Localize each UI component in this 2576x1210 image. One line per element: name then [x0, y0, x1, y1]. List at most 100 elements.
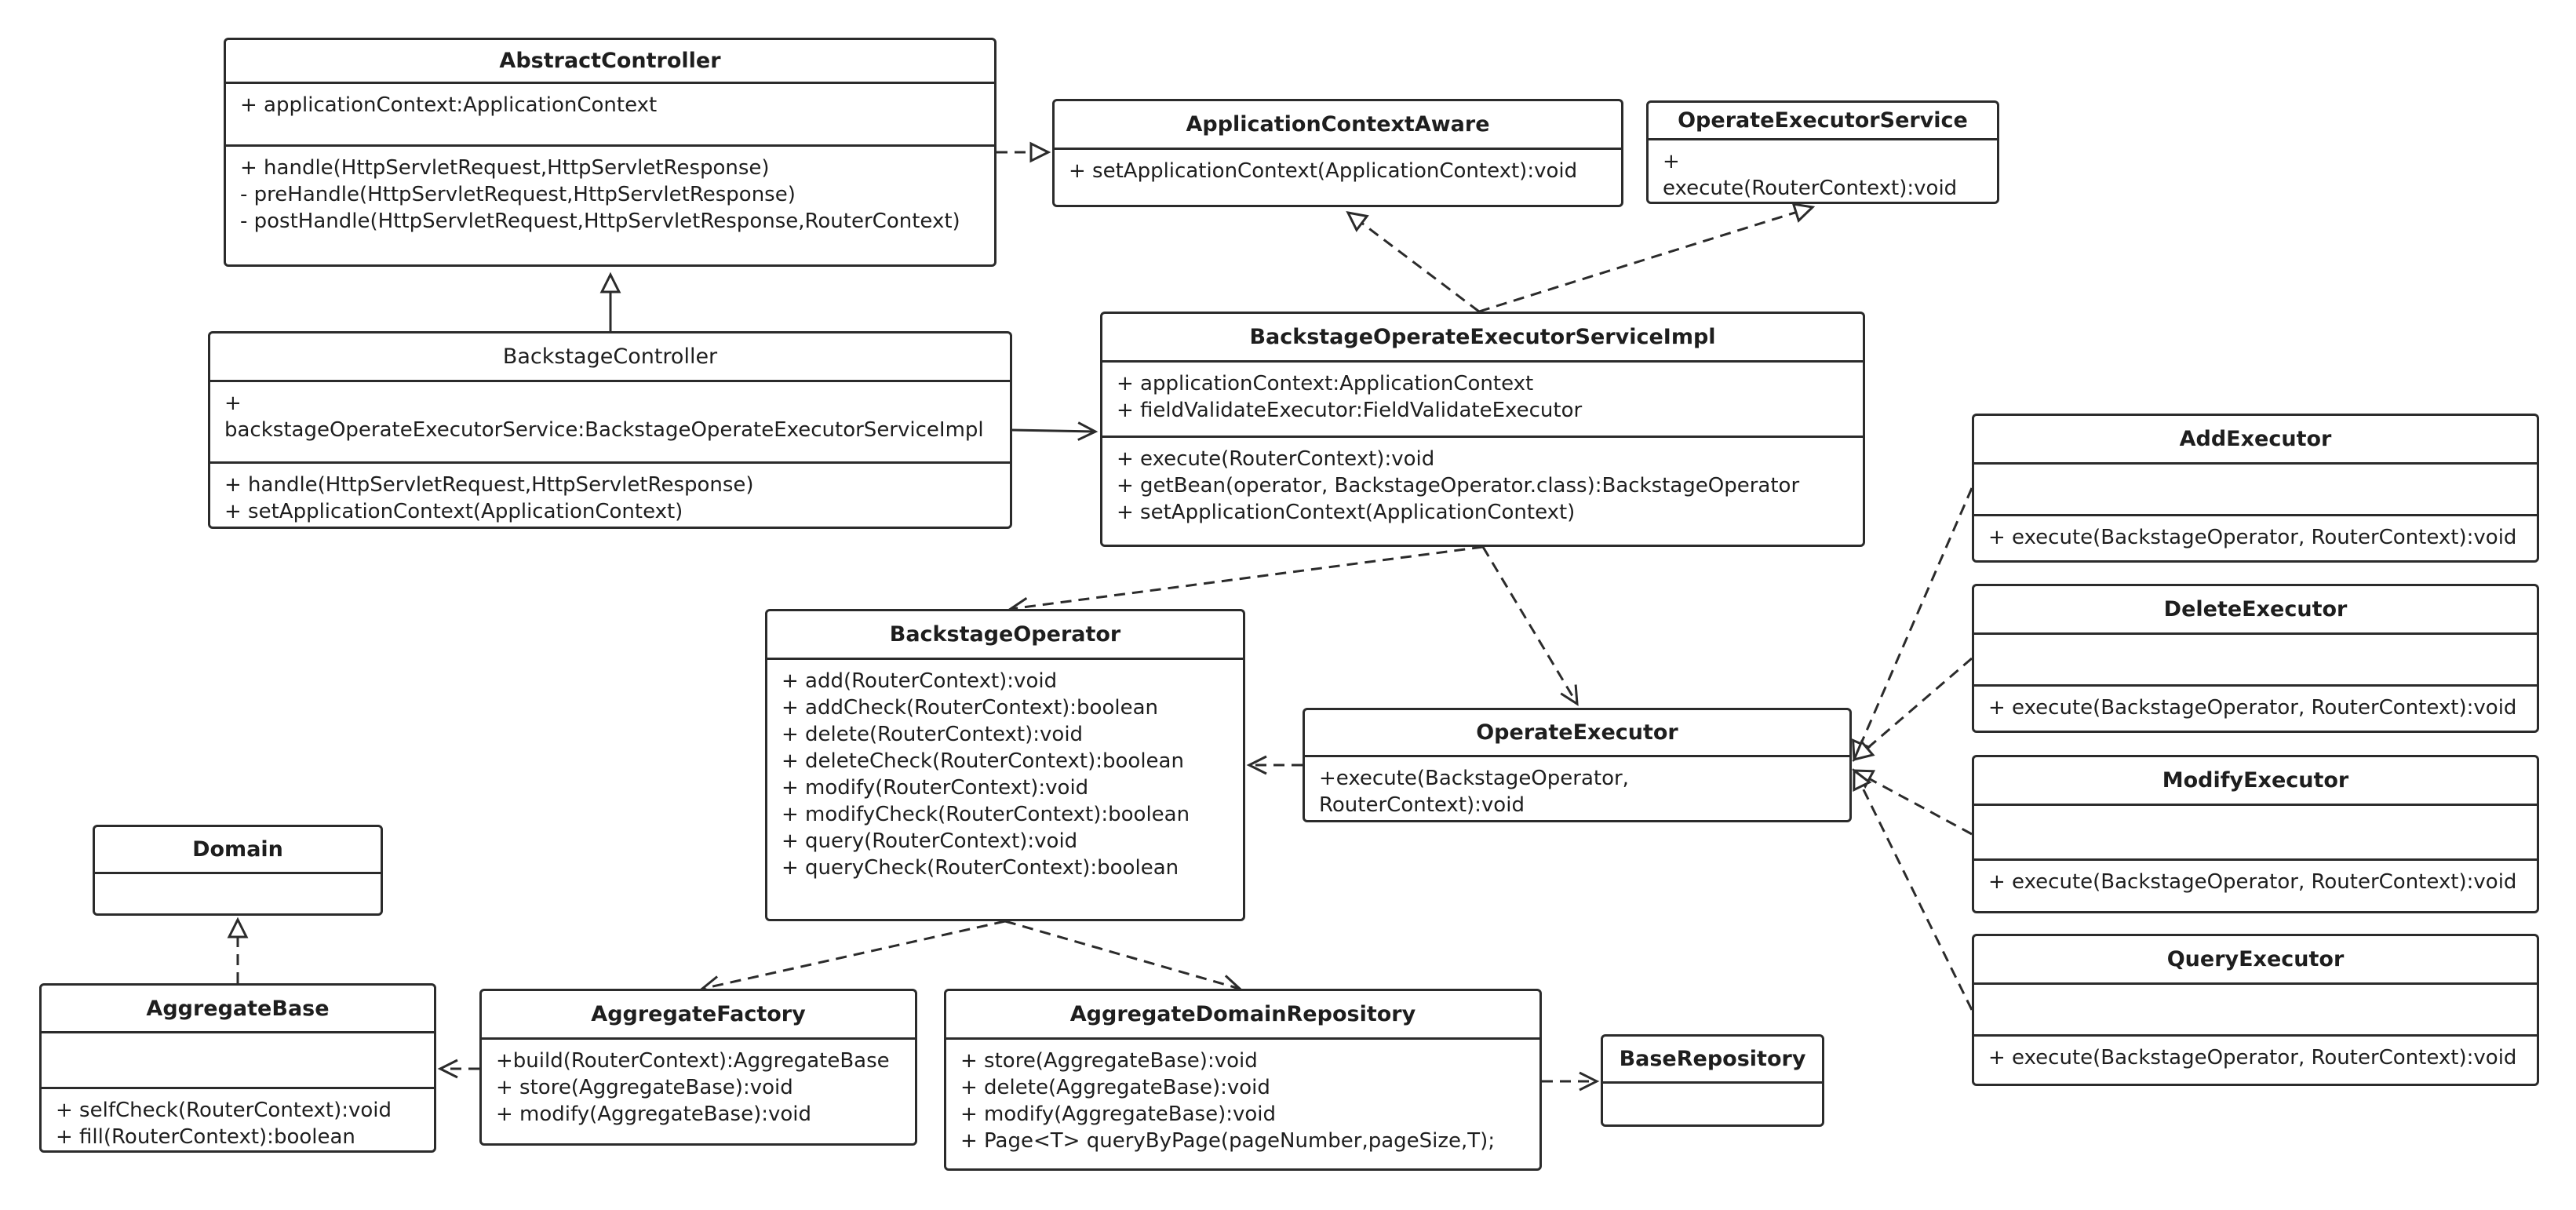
operation: + handle(HttpServletRequest,HttpServletR… — [224, 473, 754, 497]
operation: + — [1663, 150, 1680, 173]
operations-section: + setApplicationContext(ApplicationConte… — [1055, 150, 1621, 205]
attribute: + applicationContext:ApplicationContext — [240, 93, 658, 117]
relation-realization-aggregateBase-to-domain — [227, 917, 249, 983]
relation-dependency-backstageOperator-to-aggregateFactory — [699, 920, 1006, 995]
operations-section: + execute(RouterContext):void — [1649, 140, 1997, 202]
operation: + execute(BackstageOperator, RouterConte… — [1988, 696, 2517, 720]
class-name: BackstageController — [210, 333, 1010, 382]
open-arrowhead — [1560, 684, 1579, 706]
relation-generalization-backstageController-to-abstractController — [599, 272, 621, 331]
operation: + handle(HttpServletRequest,HttpServletR… — [240, 156, 770, 180]
relation-line — [1868, 778, 1973, 836]
class-backstageOperator[interactable]: BackstageOperator + add(RouterContext):vo… — [765, 609, 1245, 921]
class-aggregateFactory[interactable]: AggregateFactory+build(RouterContext):Ag… — [479, 989, 917, 1146]
operation: + modify(AggregateBase):void — [960, 1102, 1277, 1126]
operation: + store(AggregateBase):void — [960, 1049, 1258, 1073]
attributes-section: + applicationContext:ApplicationContext — [226, 84, 994, 147]
operation: +build(RouterContext):AggregateBase — [496, 1049, 890, 1073]
class-name: ApplicationContextAware — [1055, 101, 1621, 150]
class-name: Domain — [95, 827, 381, 874]
attribute: backstageOperateExecutorService:Backstag… — [224, 418, 984, 442]
operation: + execute(BackstageOperator, RouterConte… — [1988, 870, 2517, 894]
relation-line — [1860, 487, 1973, 745]
operation: + setApplicationContext(ApplicationConte… — [1117, 501, 1576, 524]
class-backstageController[interactable]: BackstageController+backstageOperateExec… — [208, 331, 1012, 529]
attributes-section — [42, 1033, 434, 1089]
operation: RouterContext):void — [1319, 793, 1525, 817]
operations-section: +build(RouterContext):AggregateBase + sto… — [482, 1040, 915, 1143]
operation: + Page<T> queryByPage(pageNumber,pageSiz… — [960, 1129, 1496, 1153]
class-domain[interactable]: Domain — [93, 825, 383, 916]
class-name: AggregateBase — [42, 986, 434, 1033]
operations-section — [95, 874, 381, 913]
operations-section: + execute(BackstageOperator, RouterConte… — [1974, 861, 2537, 911]
operations-section: + handle(HttpServletRequest,HttpServletR… — [210, 464, 1010, 527]
open-arrowhead — [437, 1059, 458, 1079]
operations-section: + execute(RouterContext):void + getBean(o… — [1102, 438, 1863, 545]
operations-section: + selfCheck(RouterContext):void+ fill(Ro… — [42, 1089, 434, 1150]
relation-line — [1004, 920, 1241, 990]
attributes-section — [1974, 465, 2537, 516]
operation: + execute(BackstageOperator, RouterConte… — [1988, 1046, 2517, 1070]
class-name: BaseRepository — [1603, 1037, 1822, 1084]
open-arrowhead — [1077, 421, 1099, 441]
class-aggregateBase[interactable]: AggregateBase + selfCheck(RouterContext):… — [39, 983, 436, 1153]
class-deleteExecutor[interactable]: DeleteExecutor + execute(BackstageOperato… — [1972, 584, 2539, 733]
attribute: + fieldValidateExecutor:FieldValidateExe… — [1117, 399, 1583, 422]
relation-realization-deleteExecutor-to-operateExecutor — [1852, 657, 1973, 762]
operation: + setApplicationContext(ApplicationConte… — [1069, 159, 1578, 183]
operation: + delete(RouterContext):void — [782, 723, 1084, 746]
operations-section — [1603, 1084, 1822, 1124]
class-operateExecutor[interactable]: OperateExecutor+execute(BackstageOperato… — [1303, 708, 1852, 822]
relation-line — [1010, 545, 1484, 610]
operations-section: + store(AggregateBase):void + delete(Aggr… — [946, 1040, 1539, 1168]
class-queryExecutor[interactable]: QueryExecutor + execute(BackstageOperator… — [1972, 934, 2539, 1086]
attributes-section: + applicationContext:ApplicationContext+… — [1102, 363, 1863, 438]
relation-dependency-aggregateDomainRepository-to-baseRepository — [1542, 1071, 1600, 1092]
relation-dependency-backstageOperateExecutorServiceImpl-to-operateExecutor — [1481, 546, 1579, 706]
open-arrowhead — [1246, 755, 1267, 775]
operations-section: + handle(HttpServletRequest,HttpServletR… — [226, 147, 994, 264]
operation: + fill(RouterContext):boolean — [56, 1125, 355, 1149]
relation-dependency-aggregateFactory-to-aggregateBase — [437, 1059, 479, 1079]
class-operateExecutorService[interactable]: OperateExecutorService+execute(RouterCon… — [1646, 100, 1999, 204]
class-name: AggregateDomainRepository — [946, 991, 1539, 1040]
operation: + execute(RouterContext):void — [1117, 447, 1435, 471]
operation: execute(RouterContext):void — [1663, 177, 1958, 200]
relation-realization-modifyExecutor-to-operateExecutor — [1852, 769, 1973, 836]
class-name: AggregateFactory — [482, 991, 915, 1040]
operations-section: + execute(BackstageOperator, RouterConte… — [1974, 1037, 2537, 1084]
hollow-arrowhead — [1346, 210, 1369, 232]
class-aggregateDomainRepository[interactable]: AggregateDomainRepository+ store(Aggrega… — [944, 989, 1542, 1171]
hollow-arrowhead — [1791, 202, 1816, 223]
class-name: BackstageOperator — [767, 611, 1243, 660]
operation: + query(RouterContext):void — [782, 829, 1078, 853]
relation-line — [1860, 785, 1973, 1011]
class-name: BackstageOperateExecutorServiceImpl — [1102, 314, 1863, 363]
relation-dependency-backstageOperateExecutorServiceImpl-to-backstageOperator — [1007, 545, 1484, 617]
operation: + add(RouterContext):void — [782, 669, 1058, 693]
operation: - postHandle(HttpServletRequest,HttpServ… — [240, 210, 960, 233]
relation-line — [1478, 211, 1797, 313]
operation: + delete(AggregateBase):void — [960, 1076, 1270, 1099]
class-name: QueryExecutor — [1974, 936, 2537, 985]
hollow-arrowhead — [1853, 767, 1872, 793]
hollow-arrowhead — [227, 917, 249, 938]
attributes-section — [1974, 806, 2537, 861]
open-arrowhead — [1579, 1071, 1600, 1092]
operations-section: + execute(BackstageOperator, RouterConte… — [1974, 687, 2537, 731]
relation-line — [1866, 657, 1973, 749]
attributes-section — [1974, 635, 2537, 687]
class-addExecutor[interactable]: AddExecutor+ execute(BackstageOperator, … — [1972, 414, 2539, 563]
class-backstageOperateExecutorServiceImpl[interactable]: BackstageOperateExecutorServiceImpl+ app… — [1100, 312, 1865, 547]
operation: + getBean(operator, BackstageOperator.cl… — [1117, 474, 1800, 497]
operation: + store(AggregateBase):void — [496, 1076, 793, 1099]
class-name: DeleteExecutor — [1974, 586, 2537, 635]
class-modifyExecutor[interactable]: ModifyExecutor+ execute(BackstageOperato… — [1972, 755, 2539, 913]
class-applicationContextAware[interactable]: ApplicationContextAware + setApplicationC… — [1052, 99, 1623, 207]
class-abstractController[interactable]: AbstractController+ applicationContext:A… — [224, 38, 997, 267]
attributes-section: +backstageOperateExecutorService:Backsta… — [210, 382, 1010, 464]
class-baseRepository[interactable]: BaseRepository — [1601, 1034, 1824, 1127]
operation: + queryCheck(RouterContext):boolean — [782, 856, 1179, 880]
operation: + modify(AggregateBase):void — [496, 1102, 812, 1126]
